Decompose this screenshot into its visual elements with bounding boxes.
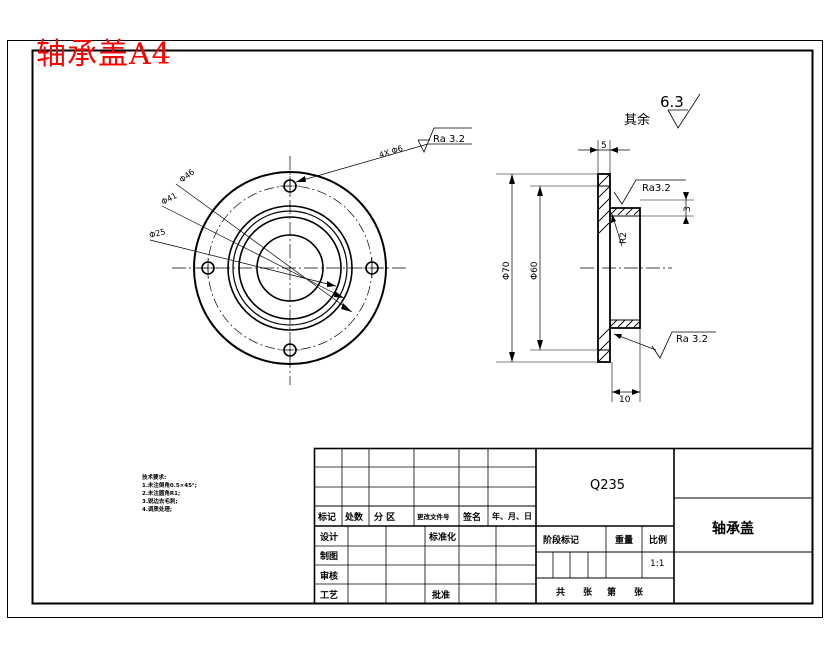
roughness-bottom: Ra 3.2 <box>676 334 708 345</box>
front-roughness: Ra 3.2 <box>433 134 465 145</box>
role-design: 设计 <box>320 533 339 543</box>
part-name: 轴承盖 <box>712 521 754 537</box>
sheet-index-suffix: 张 <box>634 588 644 598</box>
stage-mark-label: 阶段标记 <box>543 536 580 546</box>
role-review: 审核 <box>320 572 339 582</box>
title-block-grid <box>313 447 814 605</box>
approve-label: 批准 <box>432 591 451 601</box>
dim-bottom-width: 10 <box>619 395 631 405</box>
scale-label: 比例 <box>649 536 668 546</box>
sheet-index-prefix: 第 <box>607 588 617 598</box>
weight-label: 重量 <box>615 536 634 546</box>
role-drafting: 制图 <box>320 552 339 562</box>
front-dim-d41: Φ41 <box>160 191 179 207</box>
front-dim-d25: Φ25 <box>148 227 166 240</box>
tech-note-item: 2.未注圆角R1; <box>142 491 181 497</box>
rev-header-zone: 分 区 <box>374 513 396 523</box>
standardize-label: 标准化 <box>429 533 457 543</box>
section-arrows <box>509 147 689 395</box>
rev-header-date: 年、月、日 <box>492 512 532 521</box>
trim-border <box>7 40 823 618</box>
tech-note-item: 3.锐边去毛刺; <box>142 499 178 505</box>
tech-note-item: 4.调质处理; <box>142 507 173 513</box>
front-dim-d46: Φ46 <box>178 167 197 184</box>
drawing-header-title: 轴承盖A4 <box>36 37 172 72</box>
role-process: 工艺 <box>320 591 339 601</box>
rev-header-mark: 标记 <box>318 513 337 523</box>
sheet-total-suffix: 张 <box>583 588 593 598</box>
rev-header-docno: 更改文件号 <box>417 513 450 521</box>
front-view <box>149 127 472 385</box>
sheet-total-prefix: 共 <box>556 588 566 598</box>
scale-value: 1:1 <box>650 559 665 569</box>
technical-requirements: 技术要求: 1.未注倒角0.5×45°; 2.未注圆角R1; 3.锐边去毛刺; … <box>142 474 197 514</box>
roughness-top: Ra3.2 <box>642 183 671 194</box>
dim-radius: R2 <box>619 232 629 244</box>
surface-note-value: 6.3 <box>660 93 684 111</box>
tech-notes-heading: 技术要求: <box>142 475 167 481</box>
dim-inner-dia: Φ60 <box>530 261 540 280</box>
surface-note-prefix: 其余 <box>624 112 650 128</box>
dim-top-width: 5 <box>601 141 607 151</box>
dim-outer-dia: Φ70 <box>502 261 512 280</box>
tech-note-item: 1.未注倒角0.5×45°; <box>142 483 197 489</box>
section-view <box>496 93 716 402</box>
material-label: Q235 <box>590 478 626 493</box>
rev-header-sign: 签名 <box>463 513 482 523</box>
rev-header-count: 处数 <box>345 513 364 523</box>
holes-callout: 4X Φ6 <box>378 144 404 160</box>
dim-step: 3 <box>683 206 693 212</box>
